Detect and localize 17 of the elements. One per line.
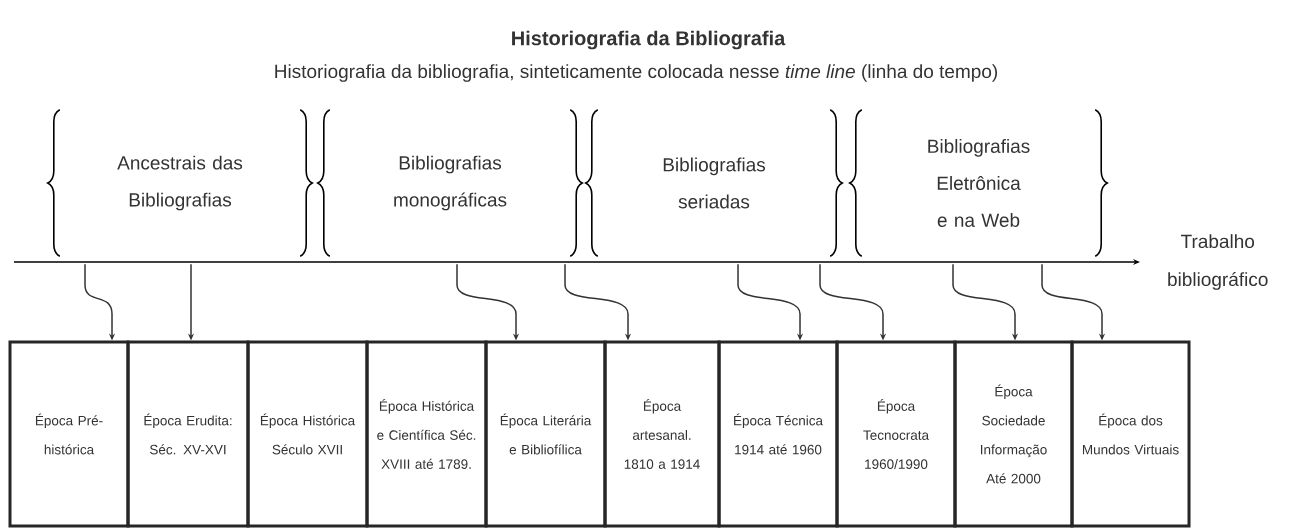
title: Historiografia da Bibliografia bbox=[512, 30, 786, 50]
period-box: Época Histórica e Científica Séc. XVIII até 1789. bbox=[365, 340, 488, 528]
braced-period: Bibliografias seriadas bbox=[585, 109, 843, 257]
period-box: Época Tecnocrata 1960/1990 bbox=[835, 340, 957, 528]
braced-period: Ancestrais das Bibliografias bbox=[47, 109, 313, 257]
period-box: Época artesanal. 1810 a 1914 bbox=[603, 340, 721, 528]
braced-period: Bibliografias Eletrônica e na Web bbox=[849, 109, 1108, 257]
axis-label: Trabalho bibliográfico bbox=[1168, 234, 1268, 290]
period-box: Época Erudita: Séc. XV-XVI bbox=[126, 340, 250, 528]
period-box: Época Pré-histórica bbox=[8, 340, 130, 528]
period-box: Época Histórica Século XVII bbox=[246, 340, 369, 528]
period-box: Época dos Mundos Virtuais bbox=[1070, 340, 1191, 528]
braced-period: Bibliografias monográficas bbox=[317, 109, 583, 257]
period-box: Época Técnica 1914 até 1960 bbox=[717, 340, 839, 528]
period-box: Época Literária e Bibliofílica bbox=[484, 340, 607, 528]
subtitle: Historiografia da bibliografia, sinteticamente colocada nesse time line (linha do tempo) bbox=[275, 64, 998, 82]
period-box: Época Sociedade Informação Até 2000 bbox=[953, 340, 1074, 528]
